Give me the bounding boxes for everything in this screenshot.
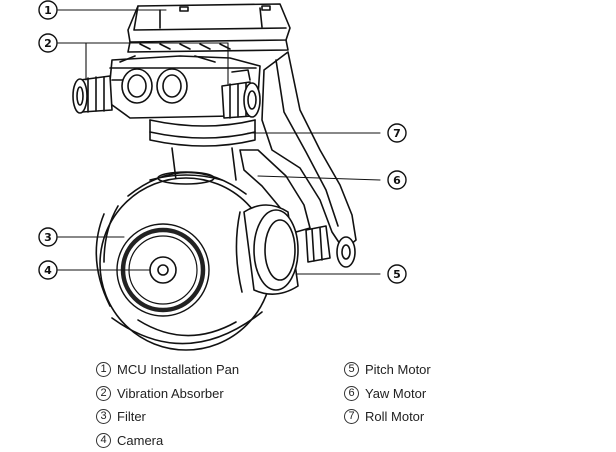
legend-item-filter: 3 Filter xyxy=(96,405,239,429)
callout-2-label: 2 xyxy=(44,37,52,50)
legend-right-column: 5 Pitch Motor 6 Yaw Motor 7 Roll Motor xyxy=(344,358,431,429)
callout-6: 6 xyxy=(388,171,406,189)
vibration-absorber-drawing xyxy=(73,56,260,118)
legend-label: Vibration Absorber xyxy=(117,386,224,401)
callout-3: 3 xyxy=(39,228,57,246)
callout-7-label: 7 xyxy=(393,127,401,140)
callout-4-label: 4 xyxy=(44,264,52,277)
callout-6-label: 6 xyxy=(393,174,401,187)
callout-4: 4 xyxy=(39,261,57,279)
legend-label: Yaw Motor xyxy=(365,386,426,401)
legend-label: Filter xyxy=(117,409,146,424)
legend-left-column: 1 MCU Installation Pan 2 Vibration Absor… xyxy=(96,358,239,452)
legend-item-camera: 4 Camera xyxy=(96,429,239,452)
legend-item-pitch-motor: 5 Pitch Motor xyxy=(344,358,431,382)
legend-number: 6 xyxy=(344,386,359,401)
callout-3-label: 3 xyxy=(44,231,52,244)
callout-5: 5 xyxy=(388,265,406,283)
mcu-installation-pan-drawing xyxy=(128,4,290,52)
callout-2: 2 xyxy=(39,34,57,52)
legend-number: 1 xyxy=(96,362,111,377)
legend-number: 5 xyxy=(344,362,359,377)
gimbal-camera-diagram: 1 2 3 4 7 6 5 xyxy=(0,0,616,360)
legend-item-yaw-motor: 6 Yaw Motor xyxy=(344,382,431,406)
legend-label: MCU Installation Pan xyxy=(117,362,239,377)
callout-5-label: 5 xyxy=(393,268,401,281)
camera-ball-drawing xyxy=(96,172,272,350)
legend-label: Pitch Motor xyxy=(365,362,431,377)
callout-1: 1 xyxy=(39,1,57,19)
callout-1-label: 1 xyxy=(44,4,52,17)
legend-label: Camera xyxy=(117,433,163,448)
legend-label: Roll Motor xyxy=(365,409,424,424)
callout-7: 7 xyxy=(388,124,406,142)
legend-number: 3 xyxy=(96,409,111,424)
legend-item-vibration-absorber: 2 Vibration Absorber xyxy=(96,382,239,406)
legend-number: 7 xyxy=(344,409,359,424)
legend-number: 2 xyxy=(96,386,111,401)
legend-item-roll-motor: 7 Roll Motor xyxy=(344,405,431,429)
legend-number: 4 xyxy=(96,433,111,448)
legend-item-mcu-installation-pan: 1 MCU Installation Pan xyxy=(96,358,239,382)
